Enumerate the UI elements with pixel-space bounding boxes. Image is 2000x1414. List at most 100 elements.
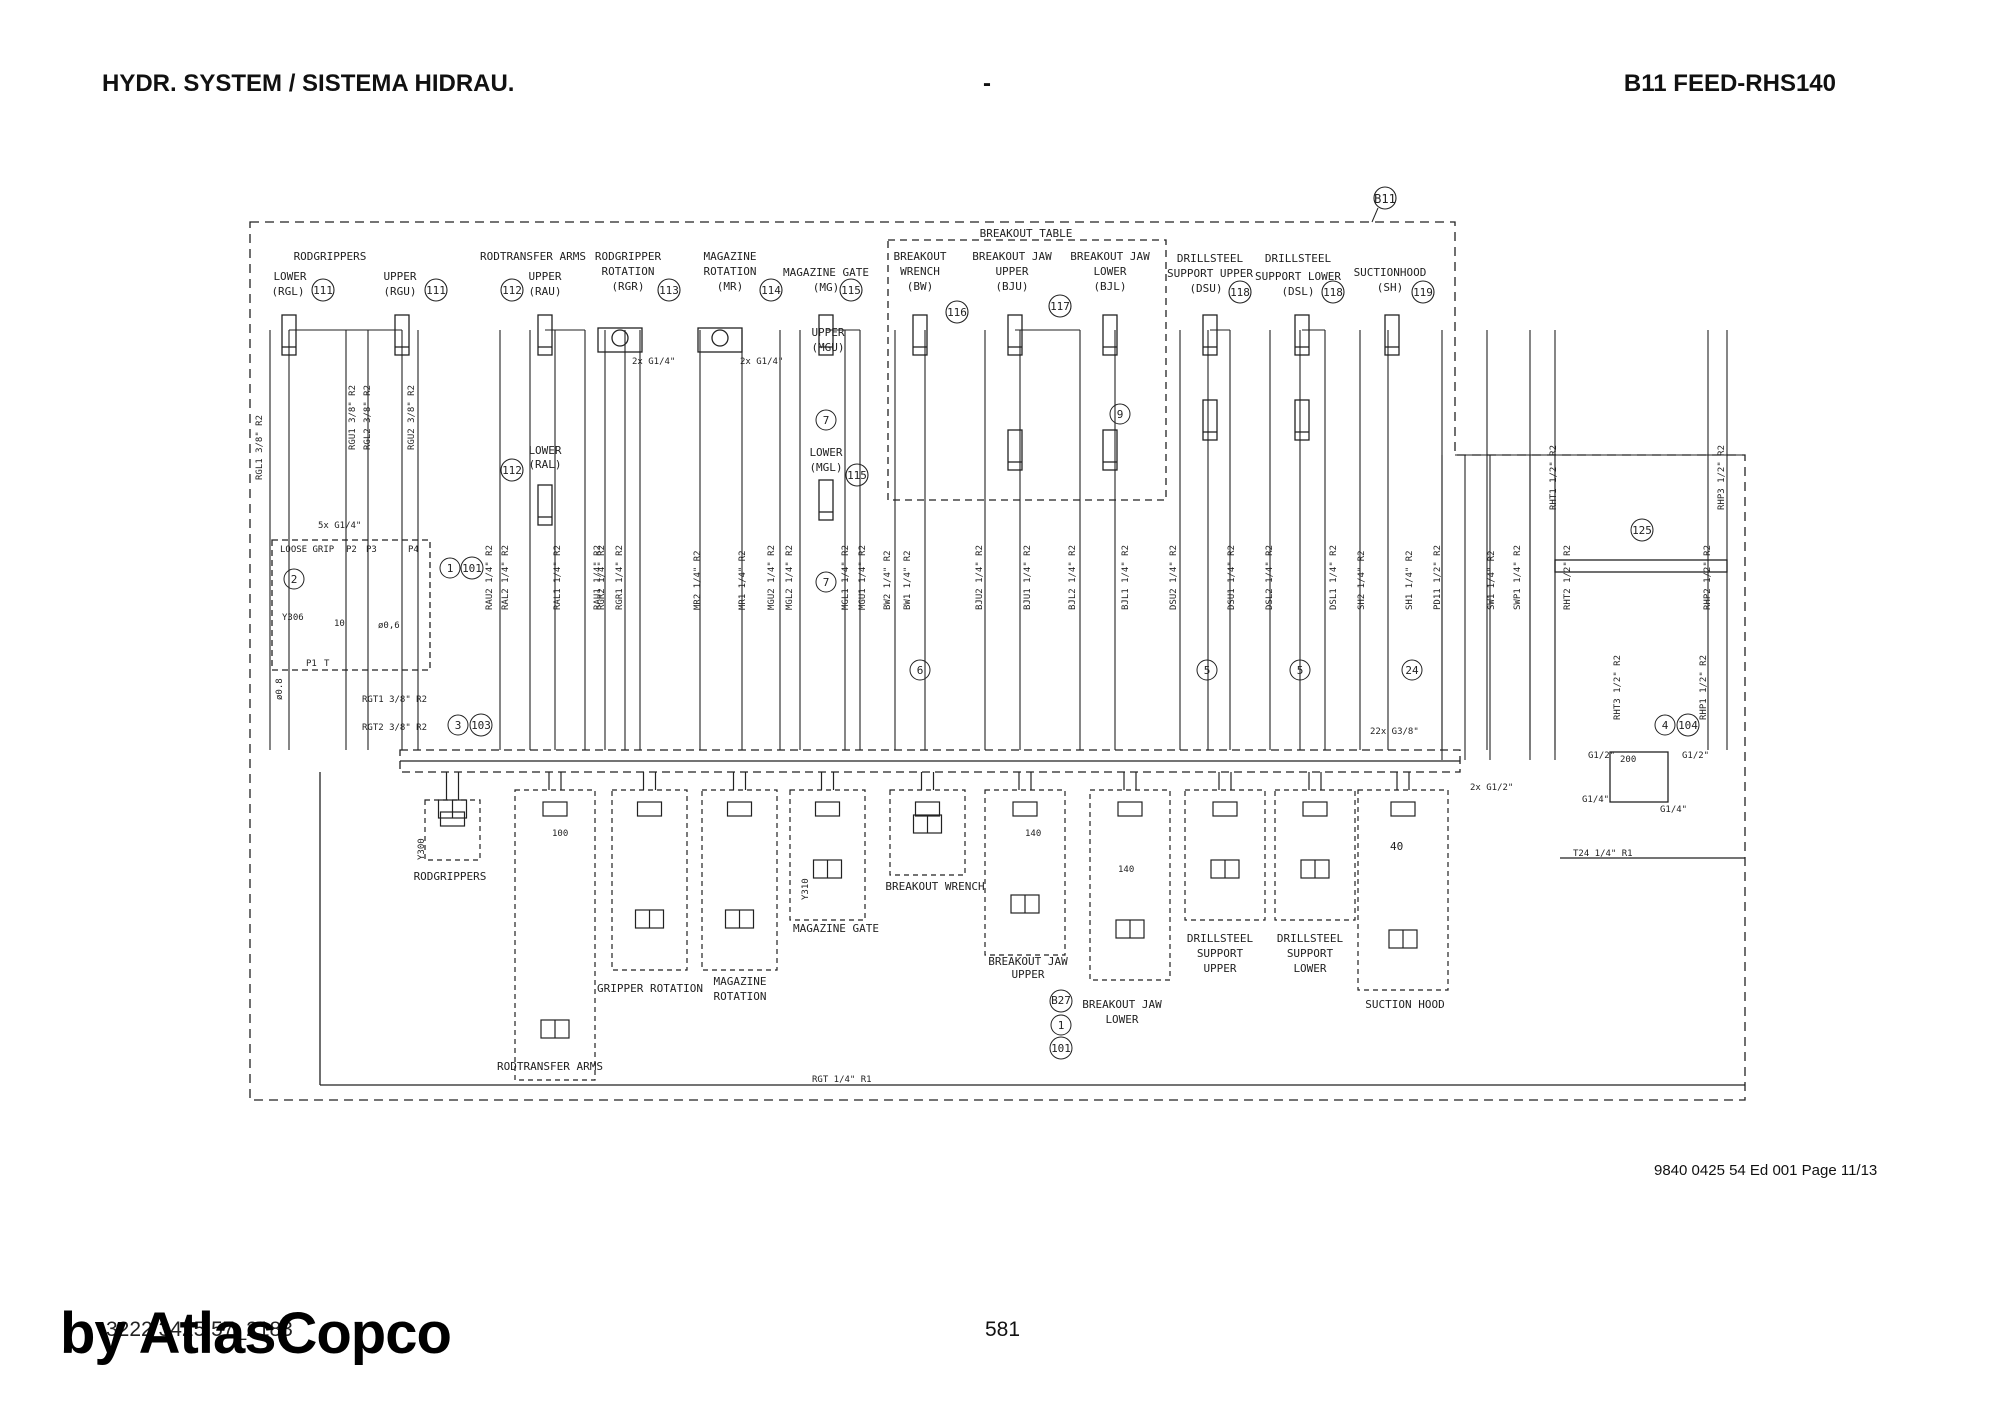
label-rt-lower: LOWER [528, 444, 561, 457]
cylinder-bw [912, 314, 928, 356]
fitting-2x-b: 2x G1/4" [740, 357, 783, 367]
callout-104: 104 [1678, 719, 1698, 732]
sensor-b27: B27 [1051, 994, 1071, 1007]
code-sh: (SH) [1377, 281, 1404, 294]
valve-100: 100 [552, 829, 568, 839]
port-p2: P2 [346, 545, 357, 555]
section-dsu-2: SUPPORT [1197, 947, 1244, 960]
callout-125: 125 [1632, 524, 1652, 537]
section-suction-hood: SUCTION HOOD [1365, 998, 1444, 1011]
hose-label: MR2 1/4" R2 [693, 550, 703, 610]
section-rodgrippers: RODGRIPPERS [414, 870, 487, 883]
code-mg-upper: (MGU) [811, 341, 844, 354]
hose-label: RAL1 1/4" R2 [553, 545, 563, 610]
ref-mg: 115 [841, 284, 861, 297]
hose-rgt-bottom: RGT 1/4" R1 [812, 1075, 872, 1085]
section-dsl-2: SUPPORT [1287, 947, 1334, 960]
label-mag-2: ROTATION [704, 265, 757, 278]
section-dsu-3: UPPER [1203, 962, 1236, 975]
ref-bj: 117 [1050, 300, 1070, 313]
fitting-2x-half: 2x G1/2" [1470, 783, 1513, 793]
hose-label: RHT2 1/2" R2 [1563, 545, 1573, 610]
section-breakout-wrench: BREAKOUT WRENCH [885, 880, 984, 893]
hose-label: SWP1 1/4" R2 [1513, 545, 1523, 610]
section-dsl-1: DRILLSTEEL [1277, 932, 1344, 945]
port-t: T [324, 659, 330, 669]
frame-boundary [249, 221, 1746, 1101]
section-bj-lower-2: LOWER [1105, 1013, 1138, 1026]
breakout-table-box [887, 239, 1167, 501]
fitting-5x: 5x G1/4" [318, 521, 361, 531]
code-mag: (MR) [717, 280, 744, 293]
orifice-0-6: ø0,6 [378, 621, 400, 631]
hose-label: DSL1 1/4" R2 [1329, 545, 1339, 610]
callout-4: 4 [1662, 719, 1669, 732]
hose-label: RGL1 3/8" R2 [255, 415, 265, 480]
valve-40: 40 [1390, 840, 1403, 853]
label-rt-arms: RODTRANSFER ARMS [480, 250, 586, 263]
port-g14a: G1/4" [1582, 795, 1609, 805]
label-mag-1: MAGAZINE [704, 250, 757, 263]
hose-label: MGU2 1/4" R2 [767, 545, 777, 610]
hose-label: RGL2 3/8" R2 [363, 385, 373, 450]
label-dsl-1: DRILLSTEEL [1265, 252, 1332, 265]
ref-rgr: 113 [659, 284, 679, 297]
hose-label: MGL1 1/4" R2 [841, 545, 851, 610]
callout-101b: 101 [1051, 1042, 1071, 1055]
hose-label: RHP1 1/2" R2 [1699, 655, 1709, 720]
port-g14b: G1/4" [1660, 805, 1687, 815]
hose-label: PD11 1/2" R2 [1433, 545, 1443, 610]
code-mg: (MG) [813, 281, 840, 294]
code-mg-lower: (MGL) [809, 461, 842, 474]
cylinder-bju-bottom [1007, 429, 1023, 471]
cylinder-bjl-bottom [1102, 429, 1118, 471]
ref-bw: 116 [947, 306, 967, 319]
hose-label: RAL2 1/4" R2 [501, 545, 511, 610]
ref-ral: 112 [502, 464, 522, 477]
port-p1: P1 [306, 659, 317, 669]
label-dsu-1: DRILLSTEEL [1177, 252, 1244, 265]
hose-label: RGU1 3/8" R2 [348, 385, 358, 450]
hose-label: SH1 1/4" R2 [1405, 550, 1415, 610]
part-number: 3222 3425 57_2183 [106, 1318, 293, 1341]
label-mg: MAGAZINE GATE [783, 266, 869, 279]
label-sh: SUCTIONHOOD [1354, 266, 1427, 279]
section-dsu-1: DRILLSTEEL [1187, 932, 1254, 945]
cylinder-rt-lower [537, 484, 553, 526]
brand-watermark: by AtlasCopco [60, 1301, 452, 1366]
section-bj-upper-1: BREAKOUT JAW [988, 955, 1068, 968]
valve-gripper-rotation [611, 789, 688, 971]
ref-dsl: 118 [1323, 286, 1343, 299]
hose-label: MR1 1/4" R2 [738, 550, 748, 610]
hose-label: RGR1 1/4" R2 [615, 545, 625, 610]
hose-label: RHT1 1/2" R2 [1549, 445, 1559, 510]
cylinder-rt-upper [537, 314, 553, 356]
label-bju-2: UPPER [995, 265, 1028, 278]
cylinder-bjl-top [1102, 314, 1118, 356]
label-bw-1: BREAKOUT [894, 250, 947, 263]
ref-mr: 114 [761, 284, 781, 297]
hose-label: BW2 1/4" R2 [883, 550, 893, 610]
accumulator-bar [1554, 559, 1728, 573]
section-mag-rot-2: ROTATION [714, 990, 767, 1003]
callout-1a: 1 [447, 562, 454, 575]
valve-140b: 140 [1118, 865, 1134, 875]
valve-breakout-wrench [889, 789, 966, 876]
label-rgr-2: ROTATION [602, 265, 655, 278]
valve-dsu [1184, 789, 1266, 921]
section-rodtransfer: RODTRANSFER ARMS [497, 1060, 603, 1073]
callout-5b: 5 [1297, 664, 1304, 677]
valve-bj-upper [984, 789, 1066, 956]
code-rg-lower: (RGL) [271, 285, 304, 298]
hose-label: SW1 1/4" R2 [1487, 550, 1497, 610]
port-p3: P3 [366, 545, 377, 555]
hose-label: RHP2 1/2" R2 [1703, 545, 1713, 610]
cylinder-bju-top [1007, 314, 1023, 356]
cylinder-dsu-top [1202, 314, 1218, 356]
label-dsu-2: SUPPORT UPPER [1167, 267, 1253, 280]
code-bjl: (BJL) [1093, 280, 1126, 293]
section-magazine-gate: MAGAZINE GATE [793, 922, 879, 935]
cylinder-mg-lower [818, 479, 834, 521]
loose-grip-label: LOOSE GRIP [280, 545, 335, 555]
hose-rgt1: RGT1 3/8" R2 [362, 695, 427, 705]
